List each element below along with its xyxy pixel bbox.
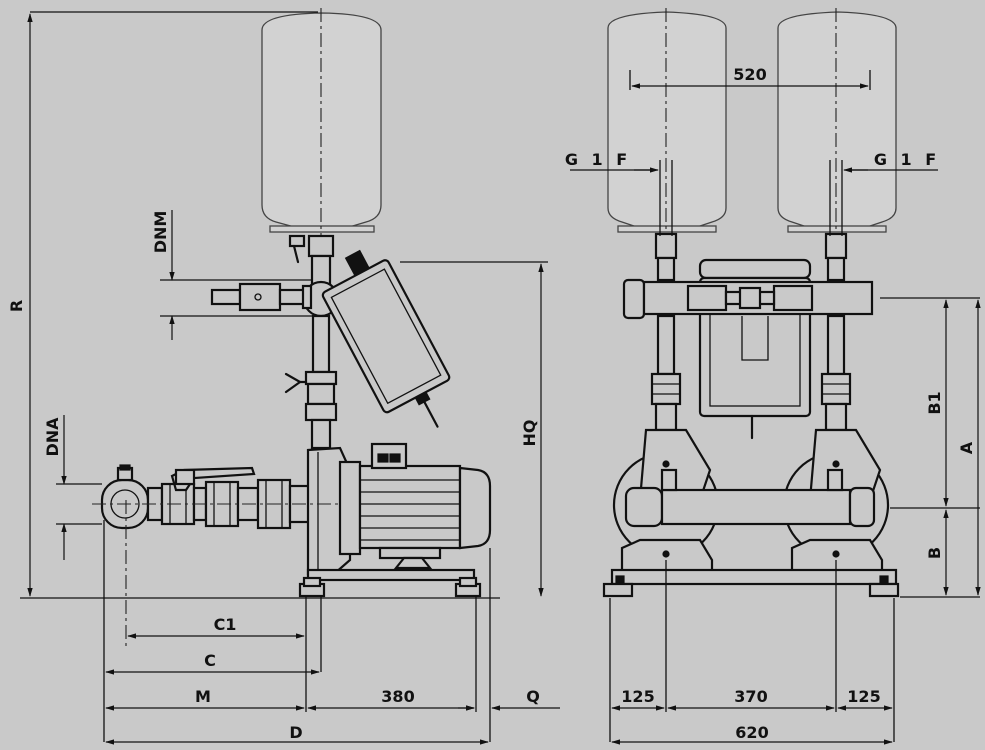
dim-label-m: M: [195, 687, 211, 706]
side-suction-assembly: [100, 464, 312, 530]
dim-label-370: 370: [734, 687, 767, 706]
front-base-frame: [602, 568, 900, 598]
side-vessel-tap: [288, 234, 306, 264]
side-view: [20, 8, 560, 745]
dim-label-g1f-left: G 1 F: [565, 150, 631, 169]
side-base-frame: [298, 568, 482, 598]
front-pressure-vessel-right: [777, 11, 897, 233]
dim-label-380: 380: [381, 687, 414, 706]
side-manometer: [210, 282, 313, 312]
dim-label-b: B: [925, 547, 944, 559]
side-pump-body: [306, 442, 492, 576]
dim-label-c: C: [204, 651, 216, 670]
dim-label-620: 620: [735, 723, 768, 742]
dim-label-b1: B1: [925, 391, 944, 414]
dim-label-125-right: 125: [847, 687, 880, 706]
dim-label-hq: HQ: [520, 420, 539, 447]
dim-label-q: Q: [526, 687, 540, 706]
dim-label-dnm: DNM: [151, 211, 170, 254]
side-control-box: [321, 249, 451, 428]
dim-label-dna: DNA: [43, 417, 62, 457]
side-riser-pipe: [284, 234, 340, 450]
front-manifold: [622, 278, 874, 320]
front-view: [570, 8, 981, 745]
front-suction-manifold: [624, 468, 876, 528]
front-pressure-vessel-left: [607, 11, 727, 233]
dim-label-c1: C1: [214, 615, 237, 634]
dim-label-d: D: [289, 723, 302, 742]
dim-label-a: A: [957, 441, 976, 454]
dim-label-125-left: 125: [621, 687, 654, 706]
dim-label-r: R: [7, 300, 26, 312]
dim-label-g1f-right: G 1 F: [874, 150, 940, 169]
front-riser-left: [650, 232, 682, 432]
front-riser-right: [820, 232, 852, 432]
dim-label-520: 520: [733, 65, 766, 84]
